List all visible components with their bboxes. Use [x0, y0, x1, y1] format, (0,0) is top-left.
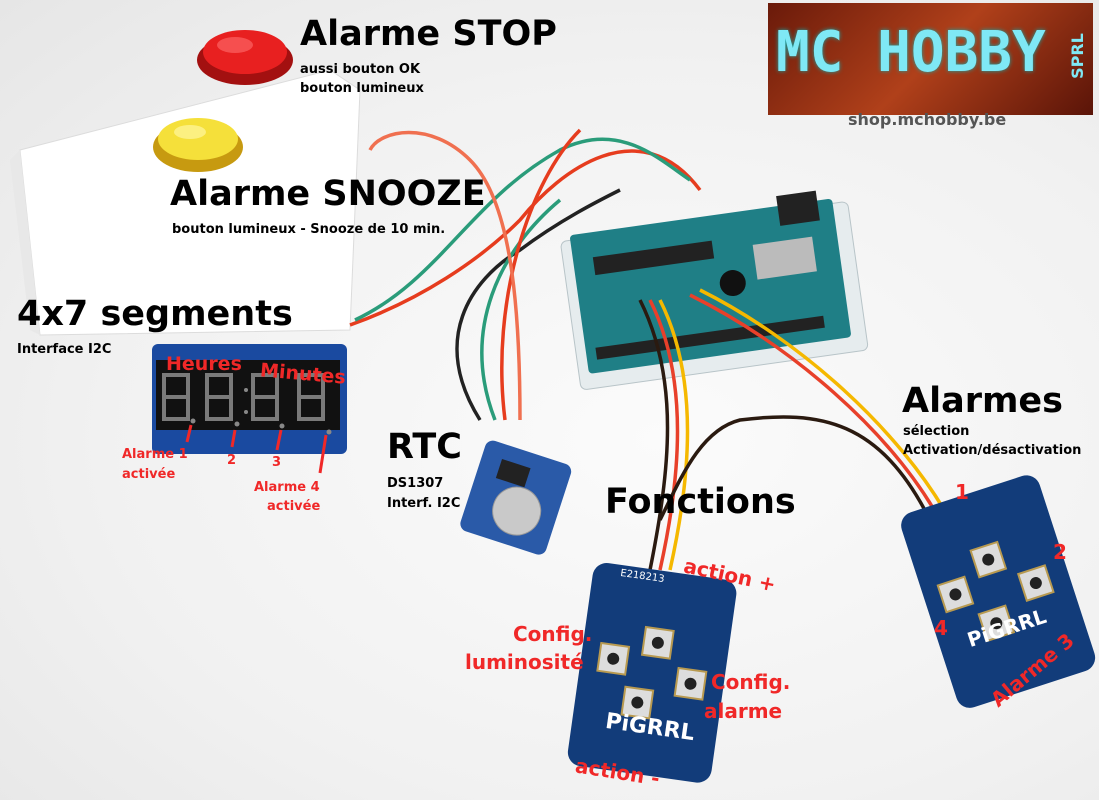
rtc-title: RTC	[387, 427, 462, 467]
keypad-alarmes	[901, 475, 1096, 708]
shop-url[interactable]: shop.mchobby.be	[848, 110, 1007, 129]
config-alarm-line1: Config.	[711, 670, 791, 694]
enclosure-box	[19, 69, 361, 336]
segments-line1: Interface I2C	[17, 342, 112, 357]
rtc-line1: DS1307	[387, 476, 444, 491]
logo-text: MC HOBBY	[776, 20, 1046, 85]
stop-line2: bouton lumineux	[300, 81, 424, 96]
rtc-board	[460, 440, 572, 555]
heures-label: Heures	[166, 353, 242, 375]
config-lum-line1: Config.	[513, 622, 593, 646]
fonctions-title: Fonctions	[605, 482, 796, 522]
stop-line1: aussi bouton OK	[300, 62, 421, 77]
seven-segment-display	[152, 344, 347, 474]
alarme4-label: Alarme 4	[254, 480, 320, 495]
alarme1b-label: activée	[122, 467, 176, 482]
rtc-line2: Interf. I2C	[387, 496, 461, 511]
mchobby-logo[interactable]: MC HOBBY SPRL	[768, 3, 1093, 115]
alarmes-line1: sélection	[903, 424, 970, 439]
alarme1-label: Alarme 1	[122, 447, 188, 462]
config-lum-line2: luminosité	[465, 650, 584, 674]
alarmes-title: Alarmes	[902, 381, 1064, 421]
stop-title: Alarme STOP	[300, 14, 557, 54]
key1-label: 1	[955, 480, 969, 504]
snooze-line1: bouton lumineux - Snooze de 10 min.	[172, 222, 446, 237]
alarme4b-label: activée	[267, 499, 321, 514]
keypad-fonctions	[567, 563, 737, 783]
key2-label: 2	[1053, 540, 1067, 564]
key4-label: 4	[934, 616, 948, 640]
logo-suffix: SPRL	[1067, 33, 1087, 79]
wires	[349, 128, 952, 571]
arduino-board	[560, 190, 869, 390]
alarmes-line2: Activation/désactivation	[903, 443, 1082, 458]
dot3-label: 3	[272, 455, 282, 470]
snooze-title: Alarme SNOOZE	[170, 174, 486, 214]
segments-title: 4x7 segments	[17, 294, 293, 334]
config-alarm-line2: alarme	[704, 699, 783, 723]
dot2-label: 2	[227, 453, 237, 468]
